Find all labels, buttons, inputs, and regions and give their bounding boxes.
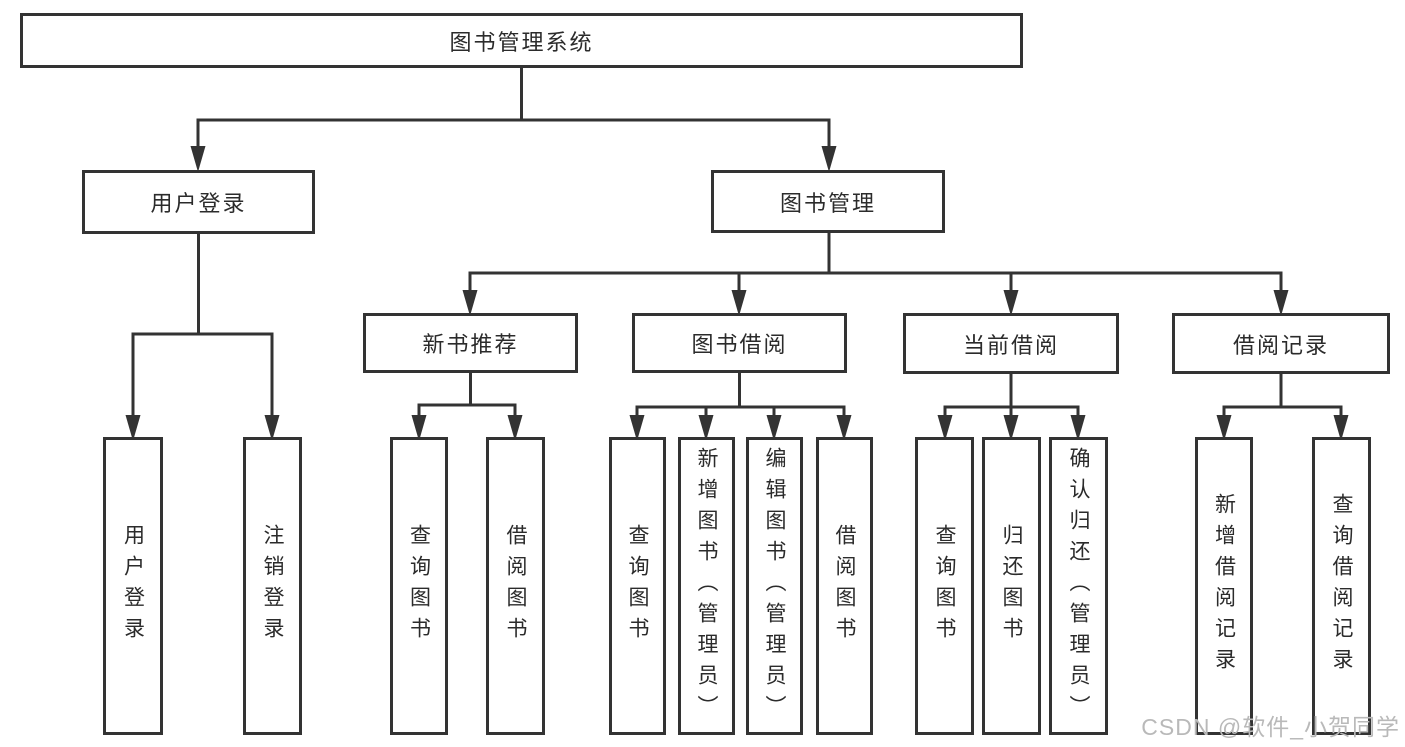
node-user-login: 用户登录 [82, 170, 315, 234]
leaf-records-add-record: 新增借阅记录 [1195, 437, 1253, 735]
leaf-logout: 注销登录 [243, 437, 302, 735]
node-borrow-records-label: 借阅记录 [1232, 332, 1329, 358]
node-new-book-recommend: 新书推荐 [363, 313, 578, 373]
node-root: 图书管理系统 [20, 13, 1023, 68]
leaf-current-return-books-label: 归还图书 [1000, 524, 1023, 648]
leaf-recommend-borrow-books-label: 借阅图书 [504, 524, 527, 648]
node-book-borrow: 图书借阅 [632, 313, 847, 373]
leaf-records-add-record-label: 新增借阅记录 [1212, 493, 1236, 679]
node-root-label: 图书管理系统 [449, 29, 594, 55]
leaf-borrow-query-books-label: 查询图书 [626, 524, 649, 648]
node-current-borrow-label: 当前借阅 [962, 332, 1059, 358]
leaf-borrow-edit-books-admin: 编辑图书（管理员） [746, 437, 803, 735]
leaf-current-return-books: 归还图书 [982, 437, 1041, 735]
leaf-logout-label: 注销登录 [261, 524, 284, 648]
leaf-user-login-label: 用户登录 [121, 524, 145, 648]
leaf-borrow-borrow-books-label: 借阅图书 [833, 524, 856, 648]
leaf-current-query-books: 查询图书 [915, 437, 974, 735]
leaf-current-confirm-return-admin: 确认归还（管理员） [1049, 437, 1108, 735]
leaf-borrow-edit-books-admin-label: 编辑图书（管理员） [763, 446, 786, 726]
leaf-user-login: 用户登录 [103, 437, 163, 735]
leaf-recommend-query-books: 查询图书 [390, 437, 448, 735]
leaf-records-query-record-label: 查询借阅记录 [1330, 493, 1353, 679]
leaf-recommend-query-books-label: 查询图书 [407, 524, 431, 648]
leaf-recommend-borrow-books: 借阅图书 [486, 437, 545, 735]
leaf-borrow-add-books-admin: 新增图书（管理员） [678, 437, 735, 735]
leaf-borrow-borrow-books: 借阅图书 [816, 437, 873, 735]
node-borrow-records: 借阅记录 [1172, 313, 1390, 374]
leaf-current-confirm-return-admin-label: 确认归还（管理员） [1067, 446, 1090, 726]
node-user-login-label: 用户登录 [150, 191, 247, 216]
leaf-current-query-books-label: 查询图书 [933, 524, 956, 648]
leaf-borrow-add-books-admin-label: 新增图书（管理员） [695, 446, 718, 726]
node-book-management-label: 图书管理 [779, 190, 876, 216]
node-new-book-recommend-label: 新书推荐 [422, 332, 519, 357]
leaf-borrow-query-books: 查询图书 [609, 437, 666, 735]
node-book-borrow-label: 图书借阅 [691, 332, 788, 357]
node-current-borrow: 当前借阅 [903, 313, 1119, 374]
csdn-watermark: CSDN @软件_小贺同学 [1141, 714, 1400, 740]
leaf-records-query-record: 查询借阅记录 [1312, 437, 1371, 735]
node-book-management: 图书管理 [711, 170, 945, 233]
